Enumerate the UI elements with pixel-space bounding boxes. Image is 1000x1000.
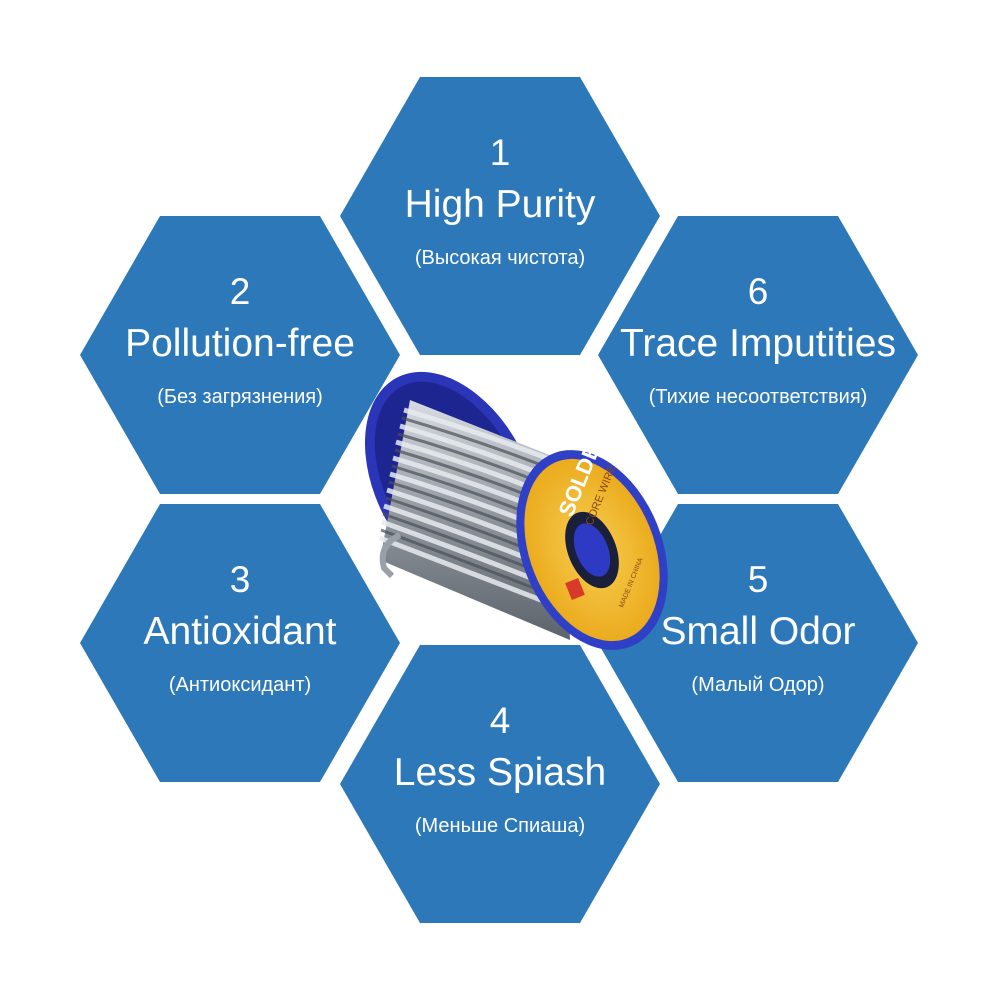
feature-number: 4 <box>489 700 511 741</box>
feature-hexagon-6: 6 Trace Imputities (Тихие несоответствия… <box>598 216 918 494</box>
feature-number: 3 <box>229 559 251 600</box>
feature-number: 5 <box>747 559 769 600</box>
feature-subtitle: (Без загрязнения) <box>157 386 323 408</box>
feature-number: 6 <box>747 271 769 312</box>
feature-subtitle: (Меньше Спиаша) <box>414 815 586 837</box>
feature-hexagon-3: 3 Antioxidant (Антиоксидант) <box>80 504 400 782</box>
spool-logo <box>565 578 585 600</box>
feature-title: Less Spiash <box>393 751 607 794</box>
hexagon-shape <box>598 504 918 782</box>
feature-hexagon-4: 4 Less Spiash (Меньше Спиаша) <box>340 645 660 923</box>
feature-title: Trace Imputities <box>620 322 896 365</box>
hexagon-shape <box>80 216 400 494</box>
feature-title: High Purity <box>404 183 596 226</box>
hexagon-shape <box>340 645 660 923</box>
feature-hexagon-2: 2 Pollution-free (Без загрязнения) <box>80 216 400 494</box>
solder-spool-image: SOLDER CORE WIRE MADE IN CHINA <box>364 371 668 650</box>
feature-hexagon-1: 1 High Purity (Высокая чистота) <box>340 77 660 355</box>
feature-subtitle: (Высокая чистота) <box>414 247 586 269</box>
feature-title: Antioxidant <box>143 610 337 653</box>
hexagon-shape <box>80 504 400 782</box>
feature-number: 1 <box>489 132 511 173</box>
feature-number: 2 <box>229 271 251 312</box>
hexagon-shape <box>598 216 918 494</box>
wire-end <box>379 532 402 579</box>
feature-subtitle: (Антиоксидант) <box>168 674 312 696</box>
feature-hexagon-5: 5 Small Odor (Малый Одор) <box>598 504 918 782</box>
feature-title: Small Odor <box>660 610 856 653</box>
feature-subtitle: (Тихие несоответствия) <box>648 386 868 408</box>
feature-title: Pollution-free <box>125 322 355 365</box>
hexagon-shape <box>340 77 660 355</box>
feature-subtitle: (Малый Одор) <box>691 674 825 696</box>
